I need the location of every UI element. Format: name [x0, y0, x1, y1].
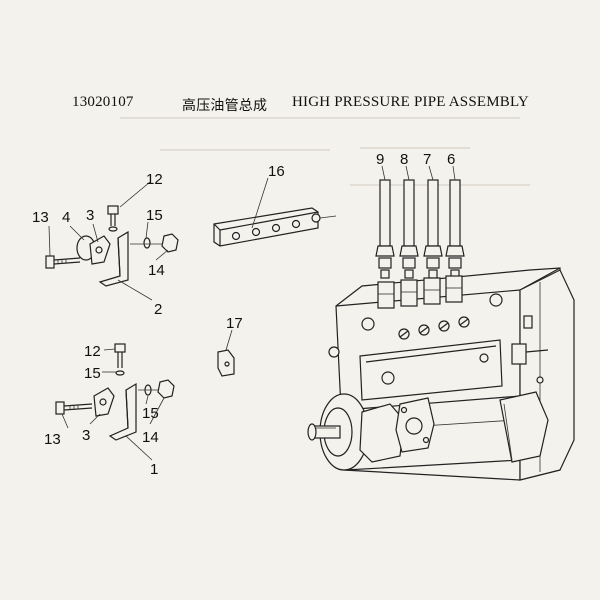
- inspection-cover: [359, 339, 503, 401]
- callout-7: 7: [423, 151, 431, 168]
- title-chinese: 高压油管总成: [182, 98, 268, 114]
- callout-6: 6: [447, 151, 455, 168]
- callout-4: 4: [62, 209, 70, 226]
- callout-13-lower: 13: [44, 431, 61, 448]
- drive-shaft: [307, 423, 341, 441]
- pipe-7: [423, 179, 443, 279]
- part-number: 13020107: [72, 94, 134, 110]
- bracket-1: [108, 382, 137, 441]
- bolt-13-upper: [45, 255, 81, 269]
- washer-15-upper: [143, 237, 151, 249]
- nut-14-lower: [157, 379, 175, 399]
- bolt-13-lower: [55, 401, 93, 415]
- callout-17: 17: [226, 315, 243, 332]
- callout-14-lower: 14: [142, 429, 159, 446]
- leader-lines: [48, 165, 456, 461]
- screw-12-upper: [107, 205, 119, 215]
- callout-9: 9: [376, 151, 384, 168]
- callout-2: 2: [154, 301, 162, 318]
- callout-15-upper: 15: [146, 207, 163, 224]
- callout-16: 16: [268, 163, 285, 180]
- injection-pump: [307, 267, 575, 481]
- pipe-9: [375, 179, 395, 279]
- bleed-through: [120, 117, 530, 186]
- upper-bracket-group: [45, 205, 179, 287]
- callout-15-lower-b: 15: [142, 405, 159, 422]
- delivery-valves: [377, 275, 463, 309]
- callout-1: 1: [150, 461, 158, 478]
- callouts: 13 4 3 12 15 14 2 12 15 13 3 15 14 1 16 …: [32, 151, 455, 478]
- callout-15-lower-a: 15: [84, 365, 101, 382]
- pipe-6: [445, 179, 465, 279]
- pipe-clamp-plate-16: [213, 207, 337, 247]
- plug-screws: [398, 316, 470, 340]
- callout-13-upper: 13: [32, 209, 49, 226]
- callout-12-upper: 12: [146, 171, 163, 188]
- washer-15-lower-a: [115, 370, 125, 376]
- callout-12-lower: 12: [84, 343, 101, 360]
- callout-14-upper: 14: [148, 262, 165, 279]
- tab-17: [217, 349, 235, 377]
- title-english: HIGH PRESSURE PIPE ASSEMBLY: [292, 94, 529, 110]
- callout-3-lower: 3: [82, 427, 90, 444]
- nut-14-upper: [161, 233, 179, 253]
- header: 13020107 高压油管总成 HIGH PRESSURE PIPE ASSEM…: [0, 0, 600, 120]
- callout-3-upper: 3: [86, 207, 94, 224]
- callout-8: 8: [400, 151, 408, 168]
- pipes-group: [375, 179, 465, 279]
- lower-bracket-group: [55, 343, 175, 441]
- pipe-8: [399, 179, 419, 279]
- screw-12-lower: [114, 343, 126, 353]
